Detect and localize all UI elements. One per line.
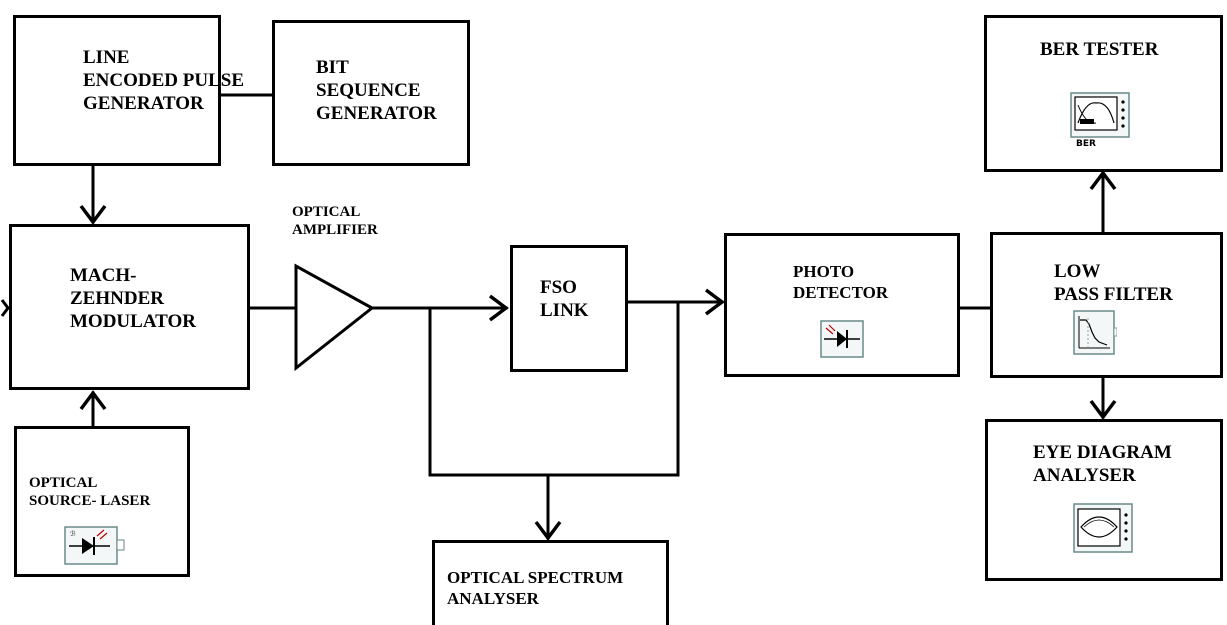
- arrowhead-right: [704, 288, 725, 316]
- arrowhead-down: [534, 520, 562, 541]
- arrowhead-down: [79, 204, 107, 225]
- arrowhead-up: [79, 390, 107, 411]
- ber-analyzer-icon: [1070, 92, 1130, 138]
- arrowhead-right: [488, 294, 509, 322]
- ber-icon-caption: BER: [1076, 139, 1096, 149]
- optical-spectrum-analyser-block: [432, 540, 669, 625]
- line-encoded-pulse-generator-label: LINE ENCODED PULSE GENERATOR: [83, 47, 244, 115]
- fso-link-label: FSO LINK: [540, 277, 589, 322]
- mach-zehnder-modulator-label: MACH- ZEHNDER MODULATOR: [70, 265, 196, 333]
- bit-sequence-generator-block: [272, 20, 470, 166]
- arrowhead-down: [1089, 399, 1117, 420]
- laser-diode-icon: ℬ: [64, 526, 125, 565]
- svg-text:ℬ: ℬ: [70, 530, 76, 538]
- arrowhead-up: [1089, 170, 1117, 191]
- line-encoded-pulse-generator-block: [13, 15, 221, 166]
- optical-source-laser-label: OPTICAL SOURCE- LASER: [29, 475, 151, 510]
- low-pass-filter-label: LOW PASS FILTER: [1054, 261, 1173, 306]
- eye-diagram-analyser-label: EYE DIAGRAM ANALYSER: [1033, 442, 1172, 487]
- eye-diagram-analyzer-icon: [1073, 503, 1133, 553]
- mach-zehnder-modulator-block: [9, 224, 250, 390]
- bit-sequence-generator-label: BIT SEQUENCE GENERATOR: [316, 57, 437, 125]
- fso-link-block: [510, 245, 628, 372]
- ber-tester-label: BER TESTER: [1040, 39, 1159, 60]
- input-stub: [0, 299, 10, 317]
- optical-spectrum-analyser-label: OPTICAL SPECTRUM ANALYSER: [447, 568, 624, 608]
- photodiode-icon: [820, 320, 864, 358]
- filter-response-icon: [1073, 310, 1117, 355]
- optical-amplifier-symbol: [294, 263, 375, 372]
- optical-amplifier-label: OPTICAL AMPLIFIER: [292, 204, 378, 239]
- photo-detector-label: PHOTO DETECTOR: [793, 262, 889, 302]
- eye-diagram-analyser-block: [985, 419, 1223, 581]
